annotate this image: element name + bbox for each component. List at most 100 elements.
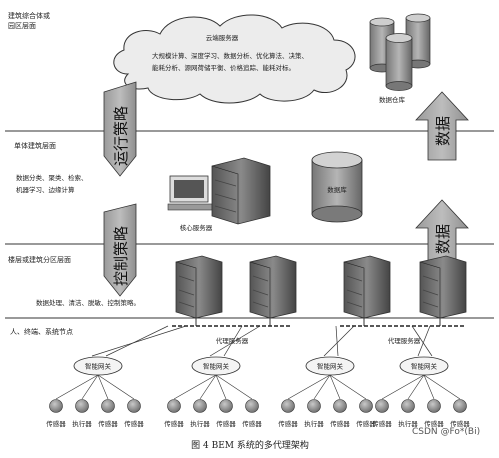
layer-label-floor: 楼层或建筑分区层面 xyxy=(8,255,71,264)
device-label: 传感器 xyxy=(372,419,392,428)
proxy-server-3 xyxy=(343,255,391,326)
core-server-icon xyxy=(167,157,271,225)
gateway-uplink xyxy=(417,325,431,357)
layer-label-building-line1: 建筑综合体或 xyxy=(8,11,50,20)
layer-label-single: 单体建筑层面 xyxy=(14,141,56,150)
cloud-title: 云端服务器 xyxy=(206,33,239,42)
proxy-server-4 xyxy=(419,255,467,326)
device-label: 执行器 xyxy=(190,419,210,428)
device-label: 传感器 xyxy=(98,419,118,428)
cloud-line2: 能耗分析、源网荷储平衡、价格追踪、能耗对标。 xyxy=(152,63,295,72)
device-label: 传感器 xyxy=(356,419,376,428)
gateway-uplink-2 xyxy=(223,325,243,357)
data-warehouse-label: 数据仓库 xyxy=(379,95,406,104)
device-link xyxy=(329,374,341,400)
cloud-server: 云端服务器 大规模计算、深度学习、数据分析、优化算法、决策、 能耗分析、源网荷储… xyxy=(113,14,356,104)
cloud-shape xyxy=(113,14,356,104)
gateway-label: 智能网关 xyxy=(203,362,230,371)
device-link xyxy=(55,374,99,400)
device-link xyxy=(423,374,435,400)
device-link xyxy=(97,374,109,400)
control-strategy-arrow: 控制策略 xyxy=(103,203,137,297)
sensor-icon xyxy=(167,399,181,413)
gateway-uplink xyxy=(91,325,187,357)
gateway-cluster-3: 智能网关传感器执行器传感器传感器 xyxy=(278,325,376,428)
gateway-uplink xyxy=(323,325,355,357)
layer-label-building-line2: 园区层面 xyxy=(8,22,36,30)
device-label: 传感器 xyxy=(216,419,236,428)
device-label: 传感器 xyxy=(424,419,444,428)
device-link xyxy=(97,374,135,400)
device-link xyxy=(215,374,253,400)
sensor-icon xyxy=(219,399,233,413)
sensor-icon xyxy=(333,399,347,413)
device-label: 传感器 xyxy=(46,419,66,428)
database-icon xyxy=(311,151,363,223)
core-server-label: 核心服务器 xyxy=(180,223,213,232)
sensor-icon xyxy=(427,399,441,413)
single-task-line1: 数据分类、聚类、检索、 xyxy=(16,173,88,182)
gateway-uplink-2 xyxy=(411,325,433,357)
database-label: 数据库 xyxy=(327,185,347,194)
sensor-icon xyxy=(245,399,259,413)
sensor-icon xyxy=(281,399,295,413)
device-label: 传感器 xyxy=(242,419,262,428)
csdn-watermark: CSDN @Fo*(Bi) xyxy=(412,427,480,437)
proxy-server-label-2: 代理服务器 xyxy=(388,336,421,345)
run-strategy-arrow: 运行策略 xyxy=(103,81,137,177)
device-label: 传感器 xyxy=(330,419,350,428)
proxy-server-1 xyxy=(175,255,223,326)
device-label: 执行器 xyxy=(398,419,418,428)
data-up-arrow-mid: 数据 xyxy=(415,199,469,267)
device-label: 执行器 xyxy=(304,419,324,428)
gateway-uplink-2 xyxy=(335,325,339,357)
device-label: 执行器 xyxy=(72,419,92,428)
gateway-label: 智能网关 xyxy=(317,362,344,371)
layer-label-nodes: 人、终端、系统节点 xyxy=(10,327,73,336)
actuator-icon xyxy=(75,399,89,413)
device-link xyxy=(329,374,367,400)
device-label: 传感器 xyxy=(124,419,144,428)
sensor-icon xyxy=(375,399,389,413)
proxy-server-group xyxy=(175,255,467,326)
sensor-icon xyxy=(101,399,115,413)
device-link xyxy=(81,374,99,400)
device-link xyxy=(381,374,425,400)
actuator-icon xyxy=(401,399,415,413)
device-link xyxy=(215,374,227,400)
data-warehouse-icon xyxy=(369,13,431,91)
gateway-uplink xyxy=(209,325,261,357)
gateway-cluster-1: 智能网关传感器执行器传感器传感器 xyxy=(46,325,187,428)
sensor-icon xyxy=(127,399,141,413)
gateway-uplink-2 xyxy=(105,325,169,357)
actuator-icon xyxy=(307,399,321,413)
device-link xyxy=(287,374,331,400)
sensor-icon xyxy=(453,399,467,413)
device-link xyxy=(313,374,331,400)
proxy-server-label-1: 代理服务器 xyxy=(216,336,249,345)
device-link xyxy=(423,374,461,400)
device-label: 传感器 xyxy=(278,419,298,428)
actuator-icon xyxy=(193,399,207,413)
gateway-cluster-4: 智能网关传感器执行器传感器传感器 xyxy=(372,325,470,428)
device-label: 传感器 xyxy=(450,419,470,428)
figure-caption: 图 4 BEM 系统的多代理架构 xyxy=(191,439,309,451)
proxy-server-2 xyxy=(249,255,297,326)
run-strategy-text: 运行策略 xyxy=(112,106,130,166)
device-link xyxy=(199,374,217,400)
control-strategy-text: 控制策略 xyxy=(112,226,130,286)
floor-tasks: 数据处理、清洁、脱敏、控制策略。 xyxy=(36,298,140,307)
sensor-icon xyxy=(359,399,373,413)
gateway-cluster-2: 智能网关传感器执行器传感器传感器 xyxy=(164,325,262,428)
cloud-line1: 大规模计算、深度学习、数据分析、优化算法、决策、 xyxy=(152,51,308,60)
device-link xyxy=(173,374,217,400)
device-label: 传感器 xyxy=(164,419,184,428)
gateway-label: 智能网关 xyxy=(85,362,112,371)
data-up-arrow-top: 数据 xyxy=(415,91,469,161)
device-link xyxy=(407,374,425,400)
gateway-label: 智能网关 xyxy=(411,362,438,371)
gateway-group: 智能网关传感器执行器传感器传感器智能网关传感器执行器传感器传感器智能网关传感器执… xyxy=(46,325,470,428)
data-up-text-top: 数据 xyxy=(434,116,452,146)
